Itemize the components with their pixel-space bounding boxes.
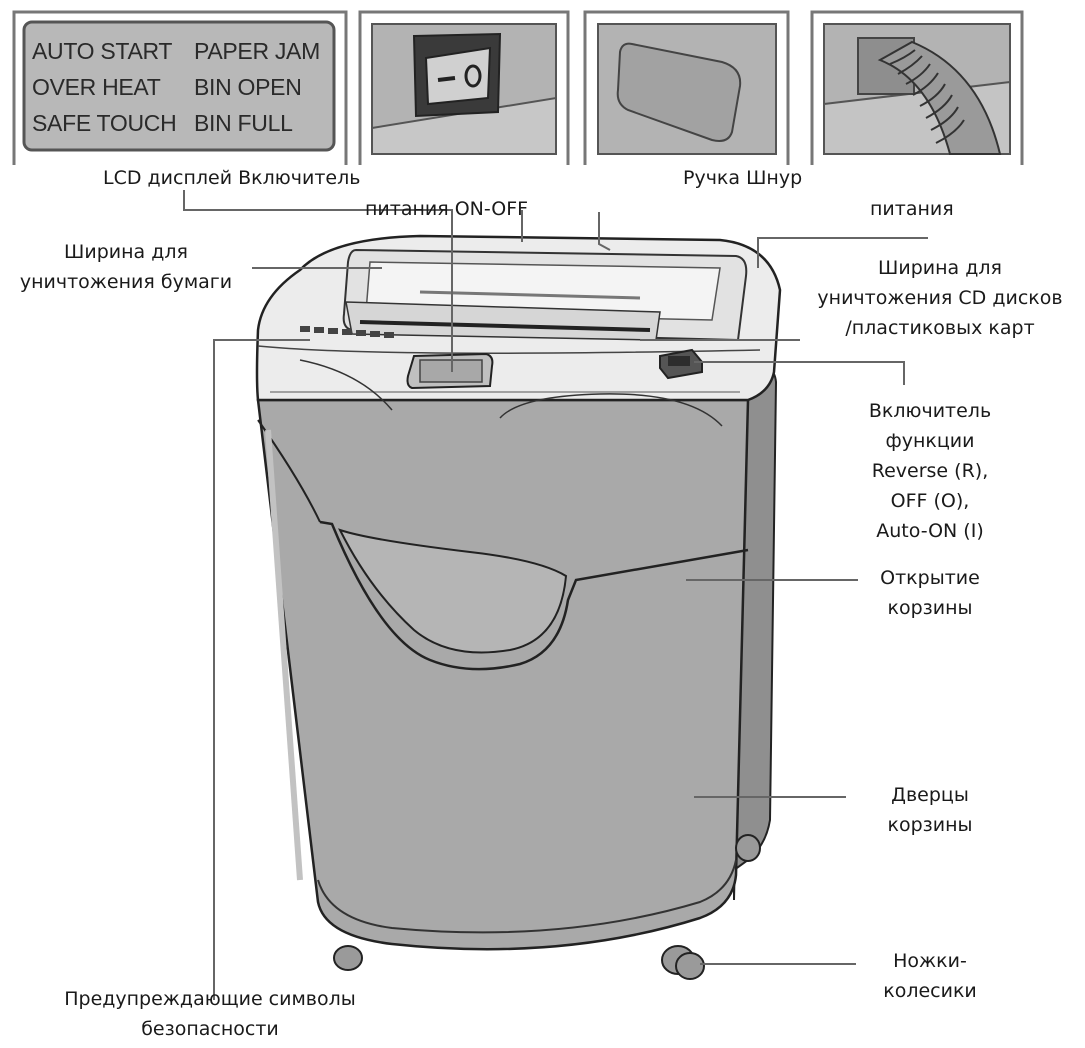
label-bin-opening: Открытие корзины — [880, 567, 980, 619]
lcd-paper-jam: PAPER JAM — [194, 38, 320, 64]
label-power-cord: питания — [870, 198, 954, 220]
power-cord-inset — [823, 23, 1011, 155]
handle-inset — [597, 23, 777, 155]
label-safety-symbols: Предупреждающие символы безопасности — [64, 988, 356, 1040]
label-paper-width: Ширина для уничтожения бумаги — [19, 241, 233, 293]
power-switch-inset — [371, 23, 557, 155]
lcd-bin-open: BIN OPEN — [194, 74, 302, 100]
lcd-over-heat: OVER HEAT — [32, 74, 161, 100]
label-function-switch: Включитель функции Reverse (R), OFF (O),… — [868, 400, 992, 542]
label-wheels: Ножки- колесики — [883, 950, 977, 1002]
label-power-on-off: питания ON-OFF — [365, 198, 529, 220]
lcd-auto-start: AUTO START — [32, 38, 173, 64]
label-bin-door: Дверцы корзины — [887, 784, 973, 836]
label-handle-cord: Ручка Шнур — [683, 167, 803, 189]
label-cd-width: Ширина для уничтожения CD дисков /пласти… — [817, 257, 1063, 339]
wheels — [333, 834, 761, 980]
lcd-panel-inset — [22, 20, 336, 152]
shredder-body — [255, 234, 782, 980]
lcd-safe-touch: SAFE TOUCH — [32, 110, 177, 136]
lcd-bin-full: BIN FULL — [194, 110, 293, 136]
leader-lines — [183, 190, 928, 1000]
inset-frames — [12, 10, 1024, 165]
label-lcd-display-switch: LCD дисплей Включитель — [103, 167, 361, 189]
